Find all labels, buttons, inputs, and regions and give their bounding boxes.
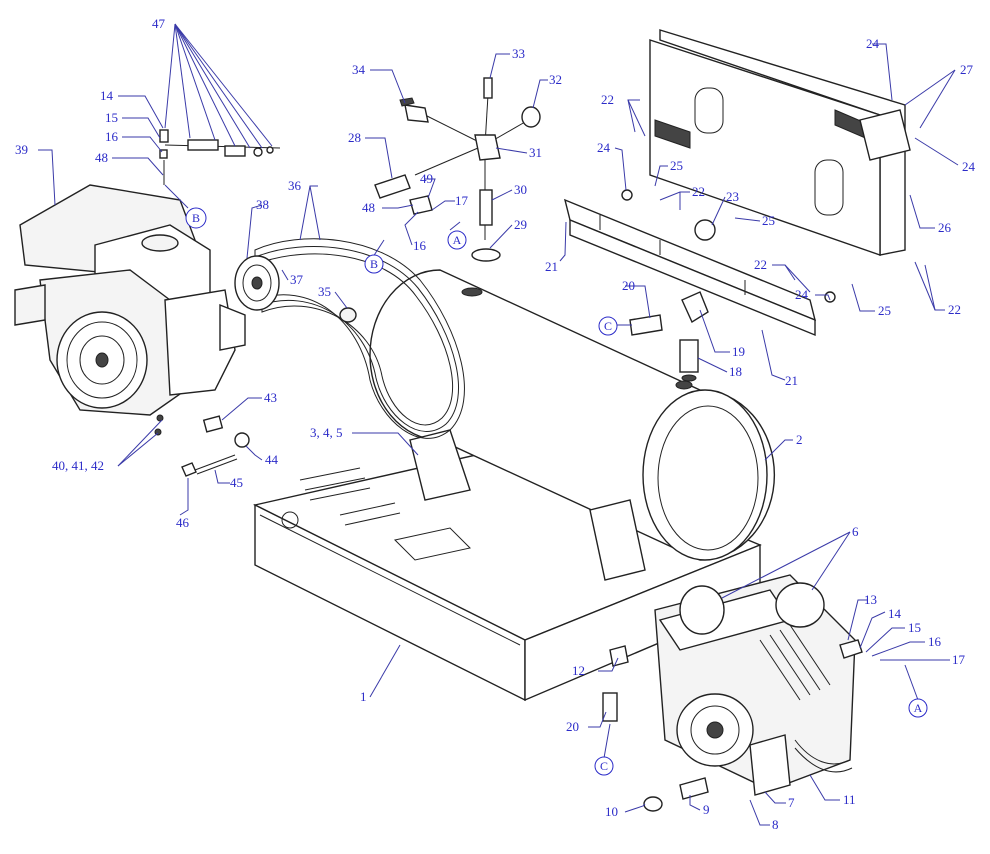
callout-label: 48 [362, 200, 375, 215]
callout-label: 24 [962, 159, 976, 174]
reference-letter: C [604, 319, 612, 333]
callout-label: 19 [732, 344, 745, 359]
callout-label: 16 [413, 238, 427, 253]
callout-label: 49 [420, 171, 433, 186]
belt-guard [649, 29, 911, 256]
callout-label: 47 [152, 16, 166, 31]
callout-label: 24 [866, 36, 880, 51]
callout-label: 34 [352, 62, 366, 77]
leader-lines [38, 23, 959, 826]
throttle-linkage [159, 129, 281, 185]
callout-label: 16 [928, 634, 942, 649]
reference-letter: A [914, 701, 923, 715]
reference-letter: C [600, 759, 608, 773]
callout-label: 45 [230, 475, 243, 490]
callout-labels: 47 14 15 16 48 39 34 33 32 28 31 49 17 4… [15, 16, 976, 832]
callout-label: 25 [670, 158, 683, 173]
reference-letter: B [192, 211, 200, 225]
callout-label: 8 [772, 817, 779, 832]
callout-label: 38 [256, 197, 269, 212]
callout-label: 28 [348, 130, 361, 145]
callout-label: 14 [100, 88, 114, 103]
reference-letter: A [453, 233, 462, 247]
callout-label: 14 [888, 606, 902, 621]
compressor-pump [602, 574, 863, 812]
callout-label: 15 [908, 620, 921, 635]
callout-label: 33 [512, 46, 525, 61]
callout-label: 43 [264, 390, 277, 405]
callout-label: 36 [288, 178, 302, 193]
engine-throttle-parts [154, 414, 250, 477]
callout-label: 22 [754, 257, 767, 272]
tank-manifold [374, 77, 541, 262]
callout-label: 16 [105, 129, 119, 144]
callout-label: 17 [952, 652, 966, 667]
callout-label: 39 [15, 142, 28, 157]
belt-guard-bracket [563, 189, 836, 337]
callout-label: 17 [455, 193, 469, 208]
reference-marker: A [908, 698, 928, 718]
callout-label: 7 [788, 795, 795, 810]
callout-label: 32 [549, 72, 562, 87]
callout-label: 20 [566, 719, 579, 734]
callout-label: 21 [545, 259, 558, 274]
callout-label: 35 [318, 284, 331, 299]
callout-label: 22 [692, 184, 705, 199]
callout-label: 15 [105, 110, 118, 125]
callout-label: 12 [572, 663, 585, 678]
callout-label: 13 [864, 592, 877, 607]
callout-label: 22 [948, 302, 961, 317]
callout-label: 26 [938, 220, 952, 235]
callout-label: 46 [176, 515, 190, 530]
callout-label: 23 [726, 189, 739, 204]
callout-label: 1 [360, 689, 367, 704]
callout-label: 11 [843, 792, 856, 807]
callout-label: 2 [796, 432, 803, 447]
callout-label: 24 [795, 287, 809, 302]
callout-label: 25 [878, 303, 891, 318]
callout-label: 22 [601, 92, 614, 107]
callout-label: 37 [290, 272, 304, 287]
callout-label: 27 [960, 62, 974, 77]
air-tank [369, 269, 776, 581]
callout-label: 9 [703, 802, 710, 817]
callout-label: 18 [729, 364, 742, 379]
reference-marker: C [598, 316, 618, 336]
reference-letter: B [370, 257, 378, 271]
callout-label: 20 [622, 278, 635, 293]
callout-label: 10 [605, 804, 618, 819]
callout-label: 25 [762, 213, 775, 228]
callout-label: 48 [95, 150, 108, 165]
callout-label: 21 [785, 373, 798, 388]
callout-label: 3, 4, 5 [310, 425, 343, 440]
reference-markers: B A B C C A [185, 207, 928, 776]
callout-label: 44 [265, 452, 279, 467]
callout-label: 24 [597, 140, 611, 155]
callout-label: 31 [529, 145, 542, 160]
callout-label: 29 [514, 217, 527, 232]
reference-marker: B [364, 254, 384, 274]
reference-marker: A [447, 230, 467, 250]
gas-engine [14, 184, 246, 416]
callout-label: 6 [852, 524, 859, 539]
callout-label: 40, 41, 42 [52, 458, 104, 473]
reference-marker: B [185, 207, 207, 229]
callout-label: 30 [514, 182, 527, 197]
reference-marker: C [594, 756, 614, 776]
